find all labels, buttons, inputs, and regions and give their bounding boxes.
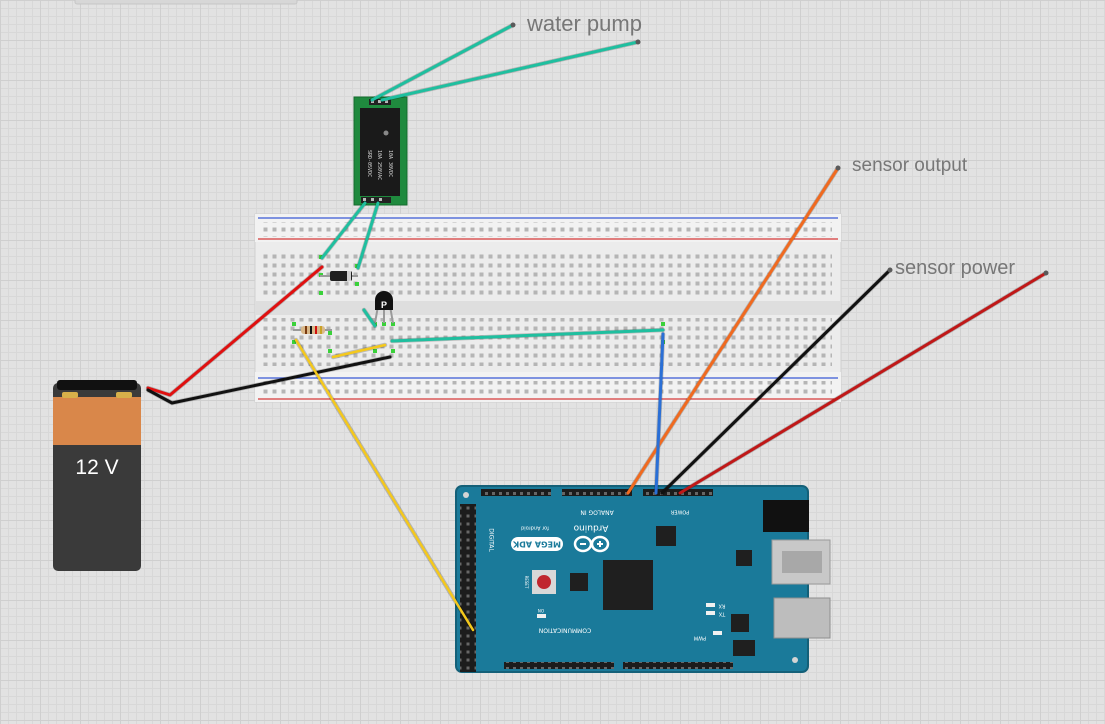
header-digital [460,504,476,672]
main-chip [603,560,653,610]
center-channel [255,301,841,315]
model-badge [511,537,563,551]
battery-voltage-label: 12 V [75,456,118,479]
breadboard [254,213,842,403]
header-communication [504,662,614,669]
reset-label: RESET [524,576,529,589]
digital-label: DIGITAL [488,528,495,552]
battery-snap [57,380,137,390]
wire-signal-yellow [294,338,475,632]
battery-12v: 12 V [53,380,141,571]
wire-battery-negative [146,355,392,405]
power-jack [763,500,809,532]
header-analog [562,489,632,496]
battery-label-band [53,397,141,445]
brand-label: Arduino [573,523,608,533]
wire-sensor-ground [660,268,892,495]
wire-diode-transistor [362,308,377,328]
bottom-power-rail-holes [262,381,832,396]
wire-relay-diode-2 [356,201,380,270]
label-water-pump: water pump [526,11,642,36]
icsp-header [570,573,588,591]
rx-label: RX [718,603,725,609]
wires [145,22,1049,633]
palette-panel-edge [74,0,298,5]
header-top-1 [481,489,551,496]
transistor: P [374,291,394,324]
relay-housing [360,108,400,196]
header-pwm [623,662,733,669]
lower-terminal-holes [262,318,832,366]
power-label: POWER [670,509,689,515]
pwm-label: PWM [694,635,706,641]
transistor-marking: P [381,300,387,310]
resistor [293,326,332,334]
label-sensor-output: sensor output [852,155,968,176]
wire-endpoints [510,22,1049,276]
arduino-mega-adk: MEGA ADK Arduino for Android COMMUNICATI… [455,485,831,673]
label-sensor-power: sensor power [895,257,1015,279]
analog-in-label: ANALOG IN [580,509,613,516]
relay-module: SRD-05VDC 10A 250VAC 10A 30VDC [353,96,408,206]
tx-label: TX [718,611,726,617]
svg-text:SRD-05VDC: SRD-05VDC [366,150,372,177]
wire-pump-2 [380,40,640,102]
wire-sensor-output [626,166,840,495]
header-power [643,489,713,496]
wire-pump-1 [370,23,515,102]
svg-text:10A 250VAC: 10A 250VAC [376,150,382,180]
usb-b-port [773,597,831,639]
wire-resistor-yellow [331,343,387,359]
svg-text:10A 30VDC: 10A 30VDC [387,150,393,177]
wire-relay-diode-1 [320,201,367,260]
wire-battery-positive [146,265,324,397]
wire-sensor-power [678,271,1048,495]
diode [320,271,358,281]
arduino-logo [573,535,610,553]
usb-chip [656,526,676,546]
wire-transistor-arduino-gnd [390,328,665,343]
subtitle-label: for Android [521,525,549,531]
model-label: MEGA ADK [512,540,561,549]
wire-gnd-arduino [654,332,665,495]
top-power-rail-holes [262,222,832,237]
on-label: ON [538,608,544,613]
communication-label: COMMUNICATION [539,627,591,634]
